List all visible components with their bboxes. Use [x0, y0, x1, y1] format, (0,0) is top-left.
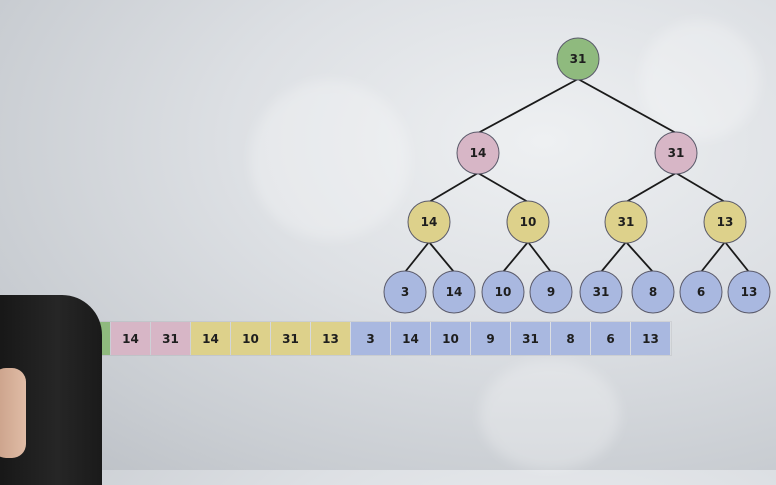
tree-edge — [502, 241, 529, 273]
tree-edges — [404, 78, 750, 273]
tree-node-label: 10 — [495, 285, 512, 299]
tree-node: 3 — [383, 270, 427, 314]
tree-node-label: 31 — [593, 285, 610, 299]
tree-node: 10 — [506, 200, 550, 244]
background-bokeh — [640, 20, 760, 140]
tree-node: 13 — [727, 270, 771, 314]
tree-nodes: 31 14 31 14 10 31 13 3 14 10 9 31 8 6 13 — [383, 37, 771, 314]
tree-node-circle — [631, 270, 675, 314]
tree-node-circle — [529, 270, 573, 314]
tree-edge — [625, 241, 654, 273]
tree-node: 14 — [407, 200, 451, 244]
tree-node-circle — [506, 200, 550, 244]
array-cell: 13 — [311, 322, 350, 355]
array-cell: 10 — [231, 322, 270, 355]
array-cell: 31 — [151, 322, 190, 355]
tree-node-label: 14 — [446, 285, 463, 299]
tree-node-circle — [432, 270, 476, 314]
array-cell: 31 — [271, 322, 310, 355]
presenter-hand — [0, 368, 26, 458]
array-cell: 9 — [471, 322, 510, 355]
array-cell: 31 — [511, 322, 550, 355]
tree-node-label: 14 — [470, 146, 487, 160]
tree-node-circle — [556, 37, 600, 81]
tree-node-label: 31 — [618, 215, 635, 229]
tree-edge — [428, 172, 479, 203]
tree-edge — [577, 78, 677, 134]
tree-node-circle — [654, 131, 698, 175]
tree-node-circle — [383, 270, 427, 314]
background-bokeh — [250, 80, 410, 240]
tree-node-label: 31 — [570, 52, 587, 66]
tree-node-label: 6 — [697, 285, 705, 299]
tree-node-label: 10 — [520, 215, 537, 229]
tree-node-circle — [679, 270, 723, 314]
tree-node: 31 — [654, 131, 698, 175]
tree-node: 31 — [556, 37, 600, 81]
array-cell: 3 — [351, 322, 390, 355]
tree-node-circle — [407, 200, 451, 244]
array-cell: 6 — [591, 322, 630, 355]
tree-node: 9 — [529, 270, 573, 314]
tree-node: 6 — [679, 270, 723, 314]
tree-node: 31 — [604, 200, 648, 244]
tree-edge — [404, 241, 430, 273]
tree-node: 13 — [703, 200, 747, 244]
tree-edge — [675, 172, 726, 203]
tree-edge — [477, 78, 579, 134]
tree-edge — [600, 241, 627, 273]
tree-node-label: 13 — [717, 215, 734, 229]
array-cell: 13 — [631, 322, 670, 355]
tree-node-circle — [456, 131, 500, 175]
tree-node-circle — [481, 270, 525, 314]
segment-tree-diagram: 31 14 31 14 10 31 13 3 14 10 9 31 8 6 13 — [383, 37, 771, 314]
array-cell: 14 — [191, 322, 230, 355]
tree-edge — [527, 241, 552, 273]
tree-node-circle — [727, 270, 771, 314]
tree-node: 10 — [481, 270, 525, 314]
tree-node-label: 14 — [421, 215, 438, 229]
tree-node-label: 3 — [401, 285, 409, 299]
array-cell: 14 — [391, 322, 430, 355]
tree-node-circle — [579, 270, 623, 314]
tree-edge — [625, 172, 677, 203]
tree-node-label: 8 — [649, 285, 657, 299]
tree-node-label: 13 — [741, 285, 758, 299]
array-cell: 10 — [431, 322, 470, 355]
tree-node: 8 — [631, 270, 675, 314]
tree-edge — [724, 241, 750, 273]
tree-node-circle — [604, 200, 648, 244]
tree-node: 14 — [432, 270, 476, 314]
tree-node-label: 31 — [668, 146, 685, 160]
tree-edge — [428, 241, 455, 273]
tree-node: 14 — [456, 131, 500, 175]
tree-node-circle — [703, 200, 747, 244]
tree-node-label: 9 — [547, 285, 555, 299]
array-cell: 8 — [551, 322, 590, 355]
tree-edge — [477, 172, 529, 203]
array-cell: 14 — [111, 322, 150, 355]
background-bokeh — [480, 360, 620, 470]
tree-node: 31 — [579, 270, 623, 314]
tree-edge — [700, 241, 726, 273]
